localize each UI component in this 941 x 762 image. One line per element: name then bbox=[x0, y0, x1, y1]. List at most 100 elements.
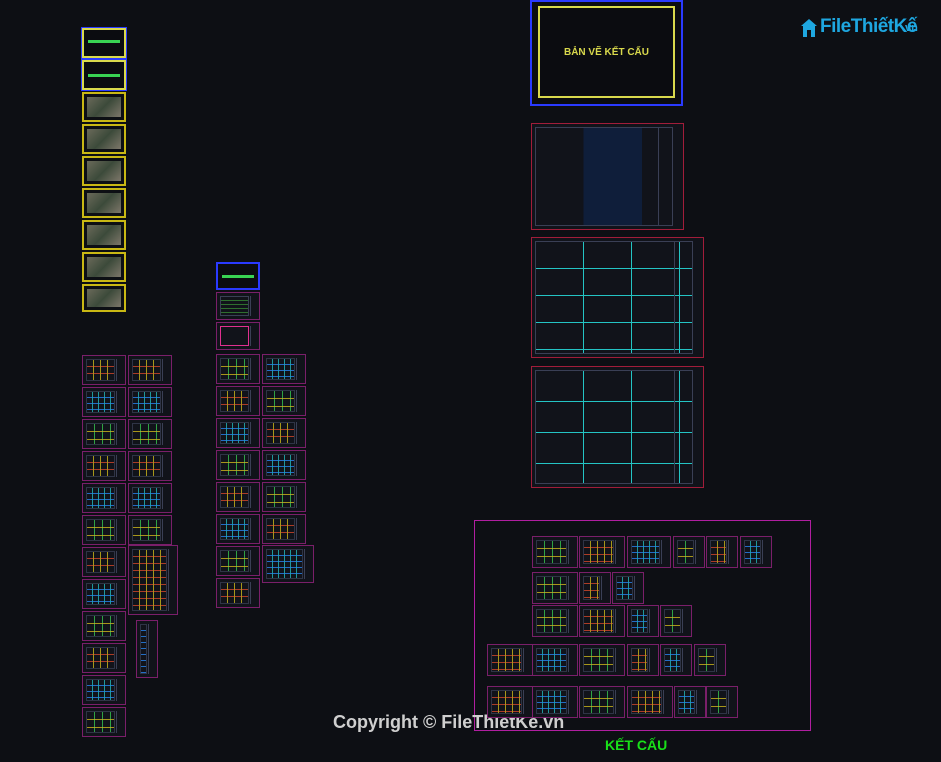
sheet-drawing bbox=[744, 540, 761, 564]
cover-frame bbox=[538, 6, 675, 98]
drawing-sheet[interactable] bbox=[128, 419, 172, 449]
drawing-sheet[interactable] bbox=[673, 536, 705, 568]
drawing-sheet[interactable] bbox=[262, 482, 306, 512]
drawing-sheet[interactable] bbox=[82, 483, 126, 513]
drawing-sheet[interactable] bbox=[216, 386, 260, 416]
sheet-title-block bbox=[116, 583, 123, 605]
drawing-sheet[interactable] bbox=[82, 451, 126, 481]
drawing-sheet[interactable] bbox=[532, 686, 578, 718]
drawing-sheet[interactable] bbox=[487, 644, 533, 676]
drawing-sheet[interactable] bbox=[532, 572, 578, 604]
drawing-sheet[interactable] bbox=[216, 546, 260, 576]
brand-suffix: .vn bbox=[902, 22, 918, 34]
drawing-sheet[interactable] bbox=[262, 514, 306, 544]
drawing-sheet[interactable] bbox=[660, 644, 692, 676]
drawing-sheet[interactable] bbox=[579, 605, 625, 637]
drawing-sheet[interactable] bbox=[216, 418, 260, 448]
drawing-sheet[interactable] bbox=[532, 644, 578, 676]
drawing-sheet[interactable] bbox=[740, 536, 772, 568]
drawing-sheet[interactable] bbox=[579, 644, 625, 676]
sheet-drawing bbox=[536, 690, 567, 714]
photo-sheet-3[interactable] bbox=[82, 156, 126, 186]
photo-sheet-6[interactable] bbox=[82, 252, 126, 282]
sheet-title-block bbox=[162, 455, 169, 477]
sheet-title-block bbox=[568, 576, 575, 600]
photo-sheet-5[interactable] bbox=[82, 220, 126, 250]
drawing-sheet[interactable] bbox=[82, 515, 126, 545]
sheet-title-block bbox=[296, 518, 303, 540]
drawing-sheet[interactable] bbox=[262, 450, 306, 480]
sheet-title-block bbox=[296, 454, 303, 476]
mid-detail-sheet[interactable] bbox=[216, 322, 260, 350]
drawing-sheet[interactable] bbox=[82, 419, 126, 449]
photo-sheet-1[interactable] bbox=[82, 92, 126, 122]
drawing-sheet[interactable] bbox=[660, 605, 692, 637]
sheet-title-block bbox=[649, 609, 656, 633]
drawing-sheet[interactable] bbox=[532, 605, 578, 637]
photo-sheet-2[interactable] bbox=[82, 124, 126, 154]
drawing-sheet[interactable] bbox=[128, 483, 172, 513]
sheet-drawing bbox=[220, 358, 249, 380]
sheet-drawing bbox=[266, 422, 295, 444]
drawing-sheet[interactable] bbox=[82, 355, 126, 385]
drawing-sheet[interactable] bbox=[136, 620, 158, 678]
drawing-sheet[interactable] bbox=[82, 579, 126, 609]
drawing-sheet[interactable] bbox=[262, 354, 306, 384]
drawing-sheet[interactable] bbox=[216, 354, 260, 384]
structure-group-frame[interactable] bbox=[474, 520, 811, 731]
detail-sheet-1[interactable] bbox=[531, 123, 684, 230]
drawing-sheet[interactable] bbox=[487, 686, 533, 718]
sheet-title-block bbox=[116, 647, 123, 669]
drawing-sheet[interactable] bbox=[579, 536, 625, 568]
sheet-title-block bbox=[728, 540, 735, 564]
drawing-sheet[interactable] bbox=[128, 387, 172, 417]
sheet-title-block bbox=[116, 519, 123, 541]
drawing-sheet[interactable] bbox=[216, 450, 260, 480]
drawing-sheet[interactable] bbox=[627, 536, 671, 568]
left-cover-1[interactable] bbox=[81, 27, 127, 59]
sheet-drawing bbox=[86, 423, 115, 445]
drawing-sheet[interactable] bbox=[627, 644, 659, 676]
drawing-sheet[interactable] bbox=[82, 675, 126, 705]
drawing-sheet[interactable] bbox=[694, 644, 726, 676]
mid-cover[interactable] bbox=[216, 262, 260, 290]
drawing-sheet[interactable] bbox=[706, 536, 738, 568]
drawing-sheet[interactable] bbox=[216, 482, 260, 512]
drawing-sheet[interactable] bbox=[627, 686, 673, 718]
detail-sheet-2[interactable] bbox=[531, 237, 704, 358]
sheet-title-block bbox=[162, 359, 169, 381]
drawing-sheet[interactable] bbox=[579, 572, 611, 604]
drawing-sheet[interactable] bbox=[579, 686, 625, 718]
drawing-sheet[interactable] bbox=[612, 572, 644, 604]
photo-sheet-4[interactable] bbox=[82, 188, 126, 218]
sheet-drawing bbox=[132, 549, 167, 611]
drawing-sheet[interactable] bbox=[128, 515, 172, 545]
drawing-sheet[interactable] bbox=[216, 514, 260, 544]
drawing-sheet[interactable] bbox=[627, 605, 659, 637]
drawing-sheet[interactable] bbox=[128, 451, 172, 481]
sheet-title-block bbox=[601, 576, 608, 600]
drawing-sheet[interactable] bbox=[262, 386, 306, 416]
drawing-sheet[interactable] bbox=[532, 536, 578, 568]
photo-sheet-7[interactable] bbox=[82, 284, 126, 312]
drawing-sheet[interactable] bbox=[82, 707, 126, 737]
drawing-sheet[interactable] bbox=[82, 547, 126, 577]
drawing-sheet[interactable] bbox=[128, 355, 172, 385]
drawing-sheet[interactable] bbox=[82, 643, 126, 673]
left-cover-2[interactable] bbox=[81, 59, 127, 91]
detail-sheet-3[interactable] bbox=[531, 366, 704, 488]
drawing-sheet[interactable] bbox=[706, 686, 738, 718]
sheet-drawing bbox=[86, 711, 115, 733]
sheet-title-block bbox=[523, 690, 530, 714]
cover-sheet[interactable]: BẢN VẼ KẾT CẤU bbox=[530, 0, 683, 106]
drawing-sheet[interactable] bbox=[262, 545, 314, 583]
sheet-drawing bbox=[631, 648, 648, 672]
drawing-sheet[interactable] bbox=[82, 387, 126, 417]
drawing-sheet[interactable] bbox=[82, 611, 126, 641]
drawing-sheet[interactable] bbox=[216, 578, 260, 608]
drawing-sheet[interactable] bbox=[674, 686, 706, 718]
sheet-drawing bbox=[266, 358, 295, 380]
drawing-sheet[interactable] bbox=[128, 545, 178, 615]
drawing-sheet[interactable] bbox=[262, 418, 306, 448]
mid-notes-sheet[interactable] bbox=[216, 292, 260, 320]
